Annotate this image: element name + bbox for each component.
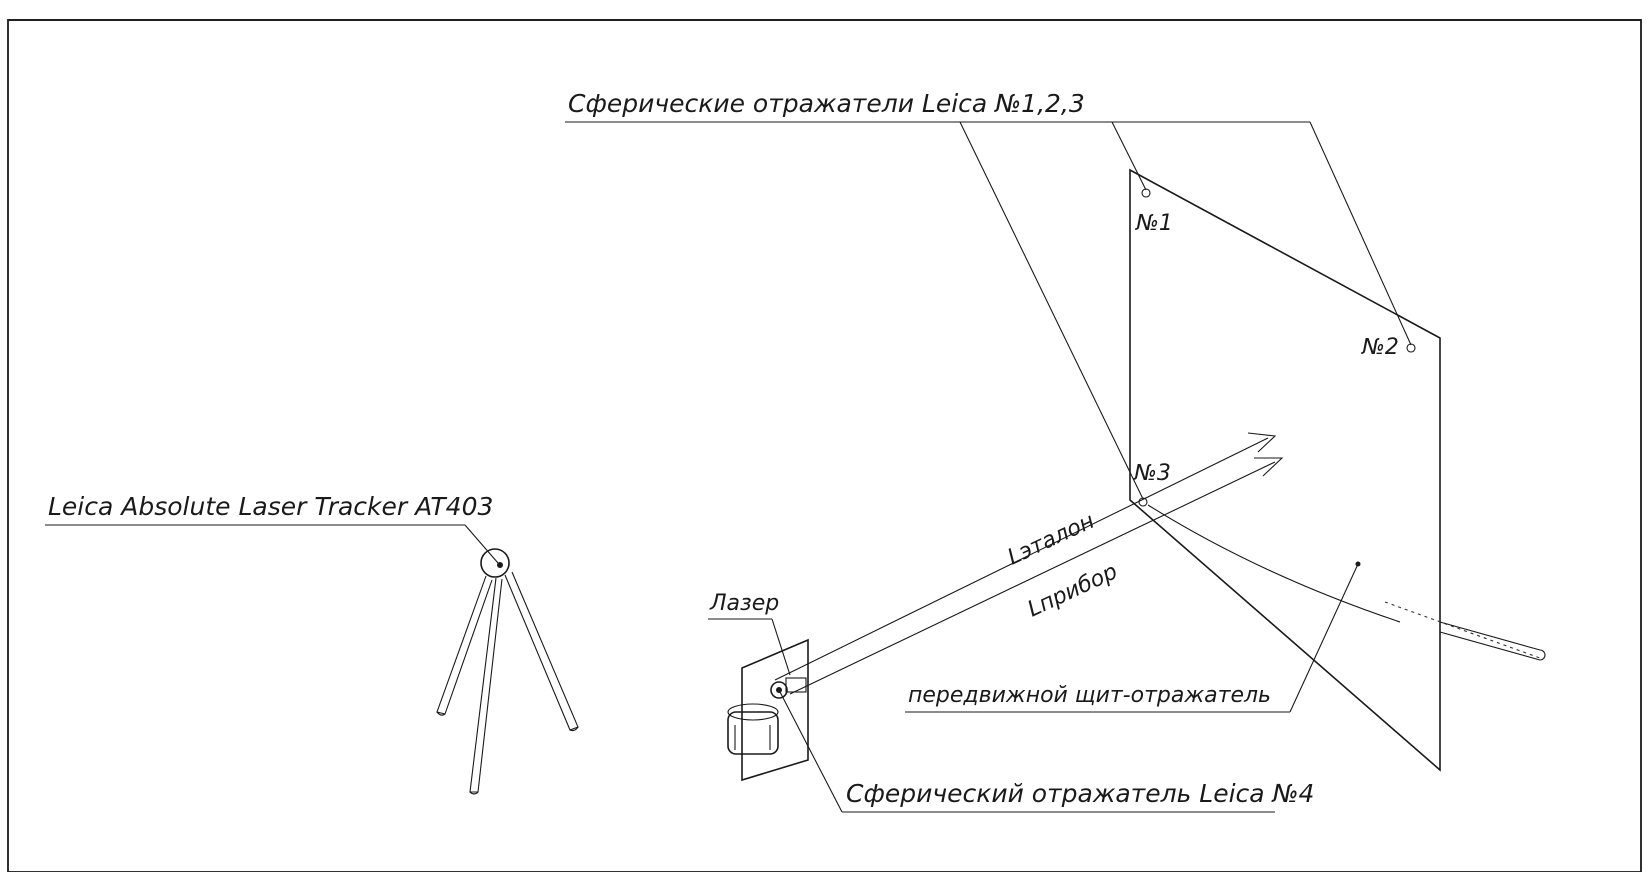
laser-device <box>727 638 809 782</box>
point-1-label: №1 <box>1135 211 1173 236</box>
board-label: передвижной щит-отражатель <box>908 683 1271 708</box>
reflector-4-leader <box>778 689 843 813</box>
l-pribor-label: Lприбор <box>1024 559 1121 622</box>
laser-label: Лазер <box>709 591 779 616</box>
reflector-2-point <box>1406 343 1416 353</box>
board-rail-bar <box>1439 621 1546 661</box>
leader-to-1 <box>1111 121 1147 191</box>
drawing-frame <box>7 19 1642 872</box>
l-etalon-arrow <box>1247 432 1277 453</box>
board-leader <box>1289 563 1359 713</box>
l-etalon-beam <box>774 437 1269 681</box>
l-pribor-arrow <box>1254 457 1284 477</box>
board-rail-dashed <box>1384 601 1541 659</box>
board-arc <box>1147 504 1401 623</box>
tracker-label: Leica Absolute Laser Tracker AT403 <box>48 492 493 521</box>
l-pribor-beam <box>789 461 1276 695</box>
laser-leader <box>771 618 791 676</box>
leader-to-2 <box>1309 121 1412 346</box>
reflector-board <box>1129 168 1441 772</box>
laser-tracker-tripod <box>436 548 579 795</box>
reflector-1-point <box>1141 188 1151 198</box>
reflectors-123-label: Сферические отражатели Leica №1,2,3 <box>568 89 1085 118</box>
point-2-label: №2 <box>1361 335 1399 360</box>
tracker-leader <box>464 524 499 564</box>
point-3-label: №3 <box>1133 461 1171 486</box>
leader-to-3 <box>959 121 1144 500</box>
l-etalon-label: Lэталон <box>1004 509 1098 571</box>
reflector-4-label: Сферический отражатель Leica №4 <box>846 779 1314 808</box>
